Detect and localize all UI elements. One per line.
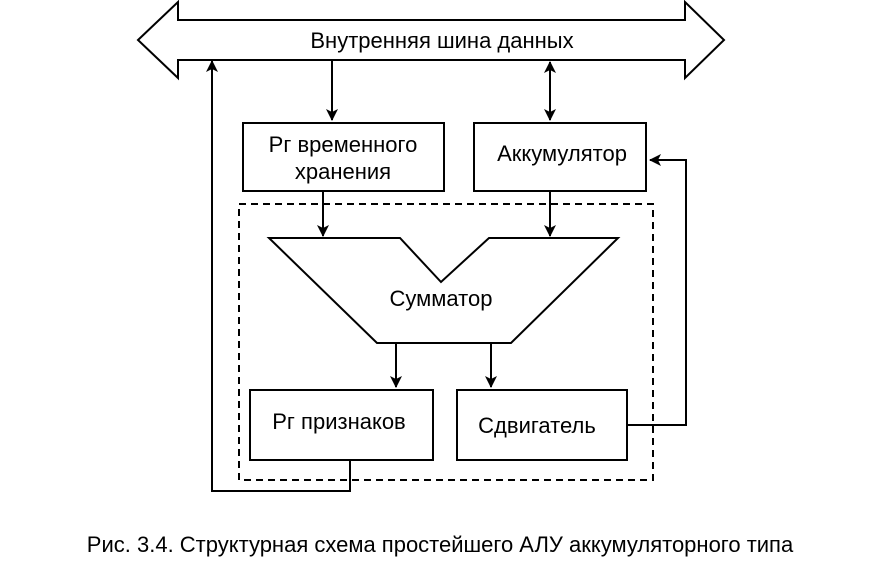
data-bus [136,0,726,81]
temp-register-block [242,122,445,192]
accumulator-block [473,122,647,192]
figure-caption: Рис. 3.4. Структурная схема простейшего … [87,532,794,557]
data-bus-label: Внутренняя шина данных [310,28,573,53]
alu-core-boundary [238,203,654,481]
flags-register-label: Рг признаков [272,409,406,434]
arrow-flags-register-to-bus [206,60,351,492]
temp-register-label-line2: хранения [295,159,391,184]
temp-register-label-line1: Рг временного [269,132,418,157]
shifter-label: Сдвигатель [478,413,596,438]
accumulator-label: Аккумулятор [497,141,627,166]
adder-block [266,237,621,344]
adder-label: Сумматор [390,286,493,311]
arrow-shifter-to-accumulator [627,154,687,426]
flags-register-block [249,389,434,461]
